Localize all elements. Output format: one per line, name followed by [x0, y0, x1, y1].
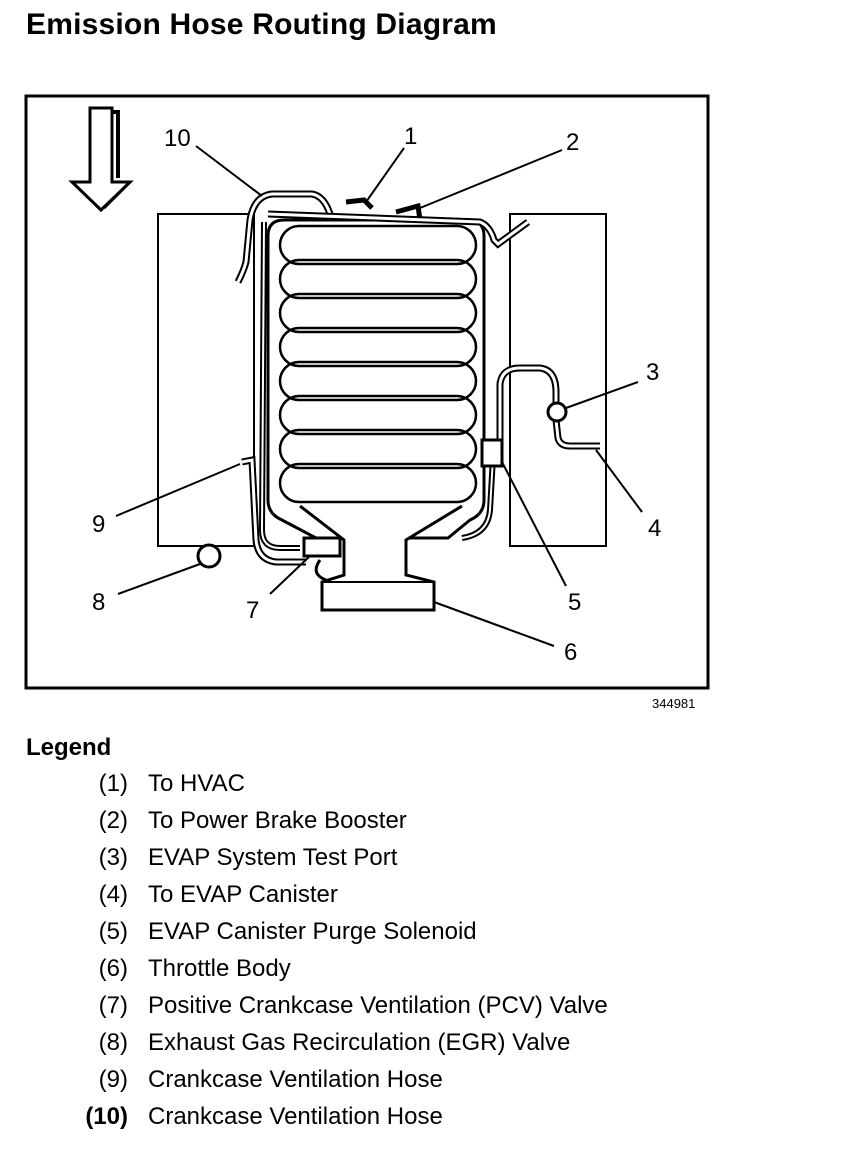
legend-number: (10): [85, 1103, 128, 1130]
legend-label: EVAP System Test Port: [148, 844, 398, 871]
pcv-valve: [302, 536, 342, 558]
legend-number: (7): [98, 992, 128, 1019]
intake-manifold: [266, 218, 486, 540]
legend-item: (9) Crankcase Ventilation Hose: [0, 1066, 864, 1100]
legend-number: (6): [98, 955, 128, 982]
legend-number: (4): [98, 881, 128, 908]
page-title: Emission Hose Routing Diagram: [26, 8, 497, 41]
legend-item: (7) Positive Crankcase Ventilation (PCV)…: [0, 992, 864, 1026]
legend-item: (4) To EVAP Canister: [0, 881, 864, 915]
legend-number: (2): [98, 807, 128, 834]
callout-2: 2: [566, 129, 579, 156]
legend-item: (3) EVAP System Test Port: [0, 844, 864, 878]
legend-number: (8): [98, 1029, 128, 1056]
legend-label: Throttle Body: [148, 955, 291, 982]
evap-test-port: [546, 401, 568, 423]
legend-label: To HVAC: [148, 770, 245, 797]
hose-test-port: [496, 364, 560, 440]
legend-number: (9): [98, 1066, 128, 1093]
callout-3: 3: [646, 359, 659, 386]
callout-10: 10: [164, 125, 191, 152]
front-direction-arrow-icon: [68, 106, 134, 213]
legend-item: (8) Exhaust Gas Recirculation (EGR) Valv…: [0, 1029, 864, 1063]
callout-8: 8: [92, 589, 105, 616]
legend-label: EVAP Canister Purge Solenoid: [148, 918, 477, 945]
legend-heading: Legend: [26, 734, 112, 761]
legend-label: Exhaust Gas Recirculation (EGR) Valve: [148, 1029, 571, 1056]
diagram-frame: [24, 94, 710, 690]
callout-4: 4: [648, 515, 661, 542]
callout-1: 1: [404, 123, 417, 150]
legend-item: (10) Crankcase Ventilation Hose: [0, 1103, 864, 1137]
hose-routing-diagram: 10 1 2 3 4 5 6 7 8 9: [24, 94, 710, 690]
left-cylinder-bank: [157, 213, 255, 547]
right-cylinder-bank: [509, 213, 607, 547]
legend-label: To EVAP Canister: [148, 881, 338, 908]
legend-item: (5) EVAP Canister Purge Solenoid: [0, 918, 864, 952]
callout-7: 7: [246, 597, 259, 624]
throttle-body: [299, 504, 463, 612]
legend-label: Positive Crankcase Ventilation (PCV) Val…: [148, 992, 608, 1019]
legend-label: To Power Brake Booster: [148, 807, 407, 834]
hose-4-evap-canister: [552, 419, 600, 450]
legend-number: (1): [98, 770, 128, 797]
egr-valve: [196, 543, 222, 569]
callout-6: 6: [564, 639, 577, 666]
legend-label: Crankcase Ventilation Hose: [148, 1103, 443, 1130]
legend-label: Crankcase Ventilation Hose: [148, 1066, 443, 1093]
legend-item: (2) To Power Brake Booster: [0, 807, 864, 841]
legend-item: (1) To HVAC: [0, 770, 864, 804]
figure-id: 344981: [652, 696, 696, 711]
callout-5: 5: [568, 589, 581, 616]
legend-number: (5): [98, 918, 128, 945]
callout-leaders: [115, 145, 643, 647]
evap-purge-solenoid: [480, 438, 504, 468]
callout-9: 9: [92, 511, 105, 538]
hose-1-hvac: [345, 197, 374, 210]
legend-item: (6) Throttle Body: [0, 955, 864, 989]
legend-number: (3): [98, 844, 128, 871]
